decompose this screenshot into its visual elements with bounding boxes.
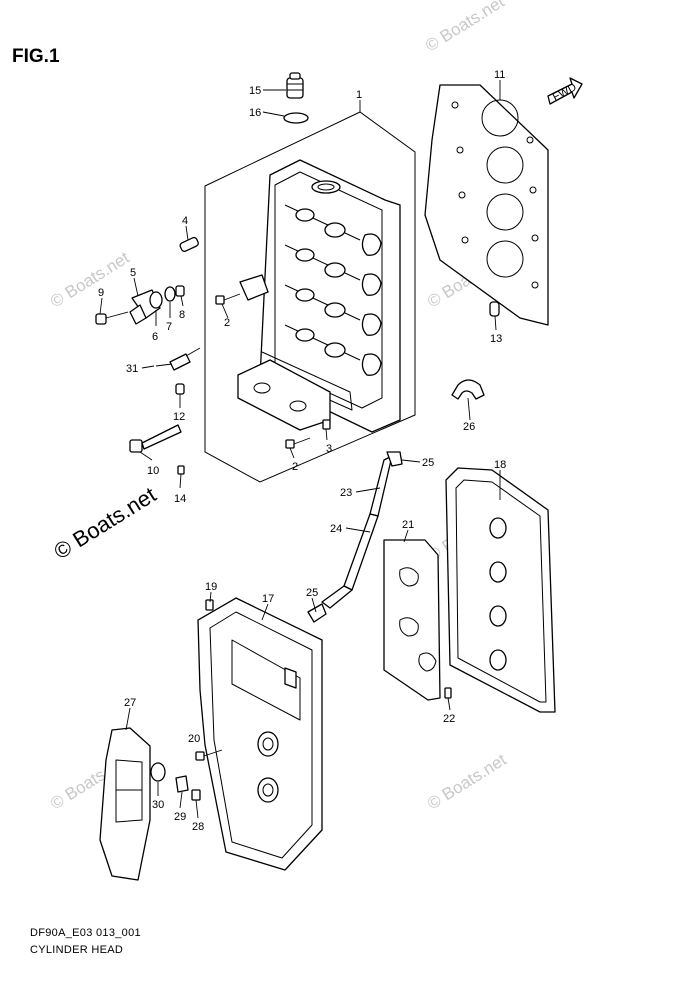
diagram-code: DF90A_E03 013_001 (30, 927, 141, 939)
bolt-part (175, 285, 185, 297)
grommet-part (150, 762, 166, 782)
watermark-text: © Boats.net (424, 750, 510, 813)
dowel-part (175, 383, 185, 395)
bolt-part (444, 687, 452, 699)
callout-label: 24 (330, 523, 342, 535)
callout-label: 25 (422, 457, 434, 469)
callout-label: 9 (98, 287, 104, 299)
callout-label: 7 (166, 321, 172, 333)
callout-label: 2 (224, 317, 230, 329)
callout-label: 10 (147, 465, 159, 477)
cover-gasket-part (445, 467, 556, 713)
callout-label: 16 (249, 107, 261, 119)
collar-part (175, 775, 189, 793)
figure-title: FIG.1 (12, 46, 60, 67)
forward-arrow-icon: FWD (547, 77, 583, 105)
o-ring-part (283, 112, 309, 124)
callout-label: 23 (340, 487, 352, 499)
bolt-part (205, 599, 214, 611)
fwd-label: FWD (551, 81, 579, 103)
callout-label: 22 (443, 713, 455, 725)
callout-label: 8 (179, 309, 185, 321)
dowel-part (489, 301, 500, 317)
temperature-sensor-part (155, 347, 201, 371)
cylinder-head-cover-part (197, 597, 323, 871)
cam-cap-part (237, 274, 331, 431)
callout-label: 13 (490, 333, 502, 345)
callout-label: 3 (326, 443, 332, 455)
diagram-name: CYLINDER HEAD (30, 944, 124, 956)
bolt-part (191, 789, 201, 801)
pin-part (177, 465, 185, 475)
head-gasket-part (424, 84, 549, 326)
bolt-part (95, 311, 129, 325)
cylinder-head-part (259, 159, 401, 433)
callout-label: 19 (205, 581, 217, 593)
callout-label: 15 (249, 85, 261, 97)
dowel-pin-part (179, 236, 199, 252)
callout-labels: 1 2 2 3 4 5 6 7 8 9 10 11 12 13 14 15 16… (98, 69, 506, 833)
callout-label: 12 (173, 411, 185, 423)
callout-label: 4 (182, 215, 188, 227)
o-ring-part (149, 291, 163, 309)
pin-part (322, 419, 331, 430)
callout-label: 21 (402, 519, 414, 531)
callout-label: 18 (494, 459, 506, 471)
head-bolt-part (129, 424, 182, 453)
watermark-text: © Boats.net (47, 248, 133, 311)
callout-label: 17 (262, 593, 274, 605)
breather-hose-part (307, 451, 403, 623)
leader-lines (99, 80, 501, 819)
watermark-text: © Boats.net (422, 0, 508, 55)
callout-label: 26 (463, 421, 475, 433)
callout-label: 2 (292, 461, 298, 473)
callout-label: 11 (494, 69, 505, 81)
watermark-text: © Boats.net (49, 482, 160, 564)
callout-label: 25 (306, 587, 318, 599)
callout-label: 6 (152, 331, 158, 343)
callout-label: 5 (130, 267, 136, 279)
callout-label: 1 (356, 89, 362, 101)
baffle-plate-part (383, 539, 441, 701)
washer-part (164, 286, 176, 302)
callout-label: 28 (192, 821, 204, 833)
bolt-part (215, 293, 241, 305)
bolt-part (285, 437, 311, 449)
callout-label: 14 (174, 493, 186, 505)
plug-part (286, 72, 304, 99)
clamp-part (451, 379, 485, 400)
callout-label: 30 (152, 799, 164, 811)
callout-label: 31 (126, 363, 138, 375)
callout-label: 20 (188, 733, 200, 745)
callout-label: 29 (174, 811, 186, 823)
side-cover-part (99, 727, 151, 881)
callout-label: 27 (124, 697, 136, 709)
bolt-part (195, 749, 223, 761)
